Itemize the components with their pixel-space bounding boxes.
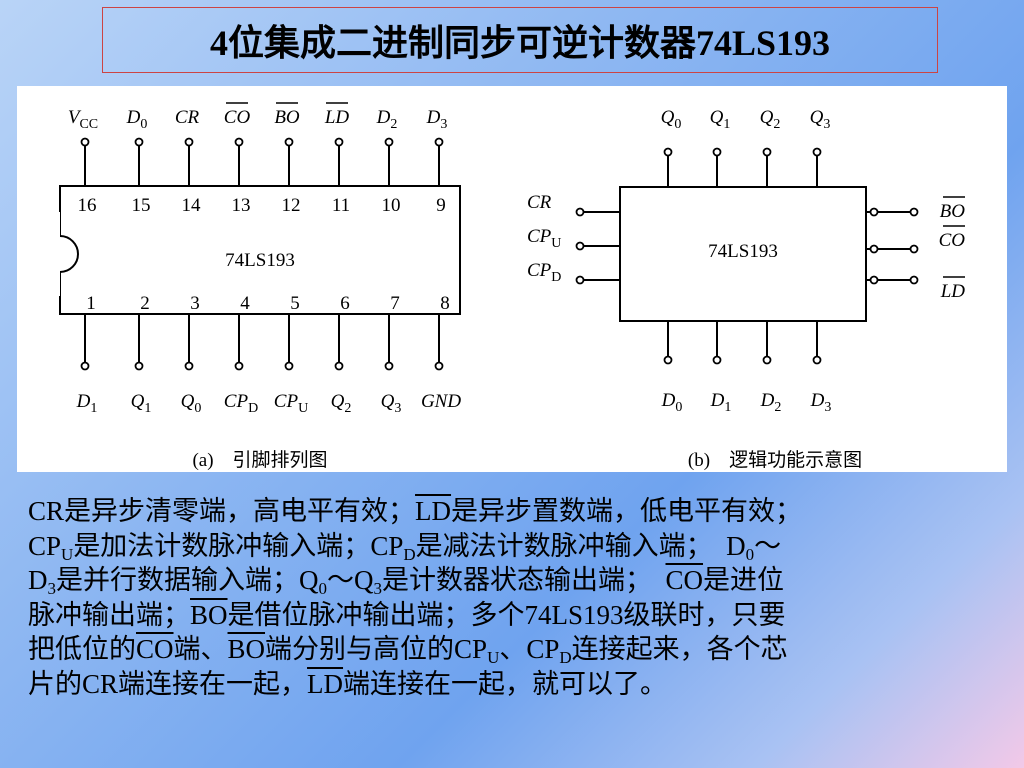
desc-line-1: CR是异步清零端，高电平有效；LD是异步置数端，低电平有效； (28, 496, 803, 526)
logic-chip-label: 74LS193 (708, 241, 778, 262)
dip-bottom-pin-number-6: 6 (340, 293, 350, 314)
dip-bottom-pin-label-8: GND (421, 391, 461, 412)
dip-bottom-pin-number-5: 5 (290, 293, 300, 314)
diagram-a-caption: (a) 引脚排列图 (192, 449, 327, 471)
dip-top-pin-label-15: D0 (126, 107, 148, 132)
dip-bottom-pin-label-6: Q2 (331, 391, 352, 416)
dip-top-pin-label-11: LD (324, 107, 350, 128)
logic-top-pin-dot-1 (712, 147, 722, 157)
dip-bottom-pin-label-3: Q0 (181, 391, 202, 416)
dip-top-pin-label-16: VCC (68, 107, 98, 132)
dip-top-pin-number-15: 15 (132, 195, 151, 216)
logic-bottom-pin-dot-2 (762, 355, 772, 365)
dip-bottom-pin-label-1: D1 (76, 391, 98, 416)
dip-bottom-pin-number-4: 4 (240, 293, 250, 314)
logic-bottom-pin-dot-1 (712, 355, 722, 365)
logic-left-pin-dot-0 (575, 207, 585, 217)
logic-right-pin-label-0: BO (940, 201, 966, 222)
dip-chip-label: 74LS193 (225, 250, 295, 271)
dip-top-pin-label-10: D2 (376, 107, 398, 132)
logic-right-pin-label-2: LD (940, 281, 966, 302)
logic-left-pin-dot-2 (575, 275, 585, 285)
dip-bottom-pin-dot-3 (184, 361, 194, 371)
dip-top-pin-dot-12 (284, 137, 294, 147)
dip-top-pin-number-16: 16 (78, 195, 97, 216)
dip-bottom-pin-label-4: CPD (224, 391, 258, 416)
logic-right-pin-label-1: CO (939, 230, 966, 251)
dip-notch (59, 235, 79, 273)
logic-bottom-pin-label-2: D2 (760, 390, 782, 415)
logic-right-pin-dot-inner-2 (869, 275, 879, 285)
logic-top-pin-dot-3 (812, 147, 822, 157)
dip-top-pin-number-9: 9 (436, 195, 446, 216)
slide-title: 4位集成二进制同步可逆计数器74LS193 (102, 7, 938, 73)
dip-top-pin-dot-16 (80, 137, 90, 147)
logic-right-pin-dot-outer-1 (909, 244, 919, 254)
logic-top-pin-dot-0 (663, 147, 673, 157)
dip-top-pin-number-14: 14 (182, 195, 202, 216)
logic-right-pin-dot-inner-0 (869, 207, 879, 217)
logic-bottom-pin-label-1: D1 (710, 390, 732, 415)
dip-top-pin-dot-13 (234, 137, 244, 147)
dip-top-pin-dot-9 (434, 137, 444, 147)
logic-body (619, 186, 867, 322)
logic-top-pin-dot-2 (762, 147, 772, 157)
dip-top-pin-dot-14 (184, 137, 194, 147)
dip-bottom-pin-dot-7 (384, 361, 394, 371)
dip-top-pin-number-12: 12 (282, 195, 301, 216)
dip-bottom-pin-dot-8 (434, 361, 444, 371)
dip-top-pin-number-10: 10 (382, 195, 401, 216)
logic-top-pin-label-3: Q3 (810, 107, 831, 132)
logic-top-pin-label-2: Q2 (760, 107, 781, 132)
dip-bottom-pin-dot-1 (80, 361, 90, 371)
dip-bottom-pin-label-2: Q1 (131, 391, 152, 416)
dip-top-pin-label-9: D3 (426, 107, 448, 132)
desc-line-4: 脉冲输出端；BO是借位脉冲输出端；多个74LS193级联时，只要 (28, 599, 786, 630)
dip-top-pin-dot-11 (334, 137, 344, 147)
dip-bottom-pin-number-3: 3 (190, 293, 200, 314)
dip-top-pin-number-13: 13 (232, 195, 251, 216)
logic-left-pin-label-1: CPU (527, 226, 561, 251)
dip-left-gap (17, 212, 60, 296)
dip-bottom-pin-dot-4 (234, 361, 244, 371)
dip-top-pin-dot-15 (134, 137, 144, 147)
logic-bottom-pin-label-3: D3 (810, 390, 832, 415)
logic-left-pin-label-0: CR (527, 192, 552, 213)
dip-top-pin-label-12: BO (274, 107, 300, 128)
logic-bottom-pin-dot-0 (663, 355, 673, 365)
dip-bottom-pin-label-5: CPU (274, 391, 308, 416)
logic-right-pin-dot-outer-0 (909, 207, 919, 217)
dip-bottom-pin-number-8: 8 (440, 293, 450, 314)
slide-title-text: 4位集成二进制同步可逆计数器74LS193 (209, 23, 831, 63)
diagram-svg: 74LS19316VCC15D014CR13CO12BO11LD10D29D31… (17, 102, 966, 471)
description: CR是异步清零端，高电平有效；LD是异步置数端，低电平有效； CPU是加法计数脉… (28, 494, 998, 701)
dip-bottom-pin-label-7: Q3 (381, 391, 402, 416)
dip-bottom-pin-dot-2 (134, 361, 144, 371)
dip-top-pin-label-13: CO (224, 107, 251, 128)
desc-line-2: CPU是加法计数脉冲输入端；CPD是减法计数脉冲输入端； D0～ (28, 530, 782, 564)
logic-bottom-pin-dot-3 (812, 355, 822, 365)
dip-bottom-pin-number-7: 7 (390, 293, 400, 314)
dip-top-pin-label-14: CR (175, 107, 200, 128)
dip-bottom-pin-number-1: 1 (86, 293, 96, 314)
logic-top-pin-label-0: Q0 (661, 107, 682, 132)
diagram-b-caption: (b) 逻辑功能示意图 (688, 449, 862, 471)
dip-top-pin-dot-10 (384, 137, 394, 147)
logic-left-pin-dot-1 (575, 241, 585, 251)
dip-bottom-pin-dot-5 (284, 361, 294, 371)
desc-line-6: 片的CR端连接在一起，LD端连接在一起，就可以了。 (28, 668, 668, 699)
dip-top-pin-number-11: 11 (332, 195, 350, 216)
desc-line-3: D3是并行数据输入端；Q0～Q3是计数器状态输出端； CO是进位 (28, 565, 785, 598)
logic-bottom-pin-label-0: D0 (661, 390, 683, 415)
dip-bottom-pin-dot-6 (334, 361, 344, 371)
logic-right-pin-dot-outer-2 (909, 275, 919, 285)
logic-top-pin-label-1: Q1 (710, 107, 731, 132)
logic-left-pin-label-2: CPD (527, 260, 561, 285)
dip-bottom-pin-number-2: 2 (140, 293, 150, 314)
logic-right-pin-dot-inner-1 (869, 244, 879, 254)
desc-line-5: 把低位的CO端、BO端分别与高位的CPU、CPD连接起来，各个芯 (28, 634, 788, 667)
